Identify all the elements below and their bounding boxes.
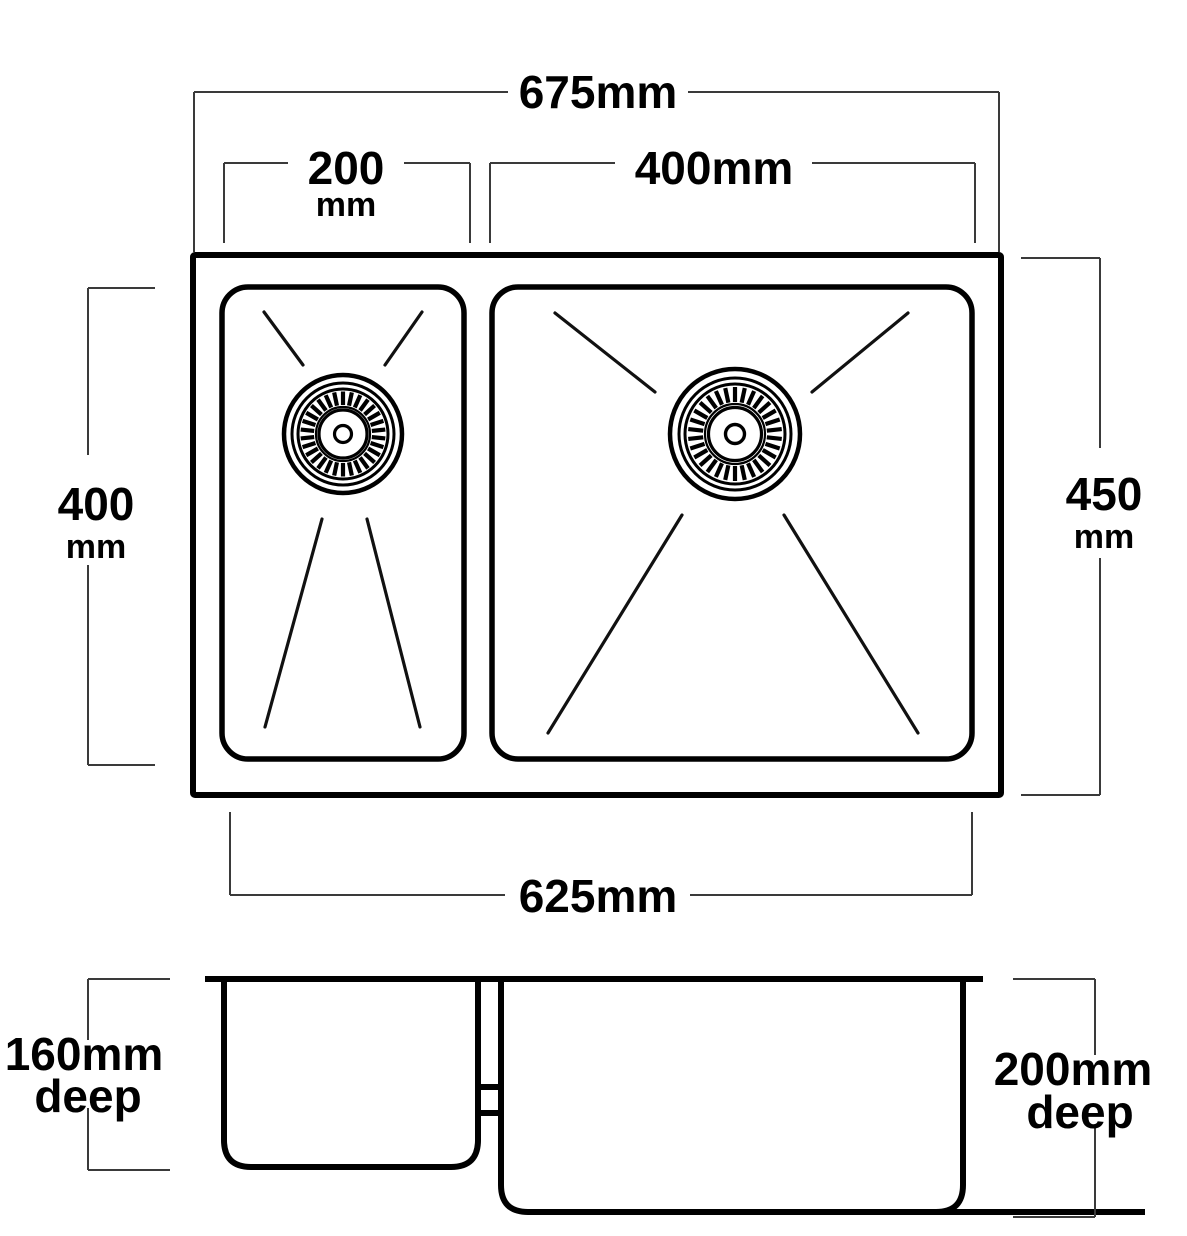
label-left-bowl-depth-word: deep xyxy=(34,1070,141,1122)
label-right-depth-unit: mm xyxy=(1074,518,1134,556)
dimension-cutout-width xyxy=(229,812,973,896)
dimension-right-bowl-depth xyxy=(1013,978,1096,1218)
label-overall-width-value: 675mm xyxy=(519,66,678,118)
small-bowl-drain-strainer-icon xyxy=(281,372,405,496)
small-bowl-drain-slots xyxy=(300,391,386,477)
large-bowl-drain-slots xyxy=(688,387,782,481)
label-cutout-width: 625mm xyxy=(519,870,678,922)
dimension-overall-width xyxy=(193,91,1000,252)
plan-view-sink xyxy=(190,252,1004,798)
large-bowl-outline xyxy=(489,284,975,762)
large-bowl-drain-strainer-icon xyxy=(667,366,803,502)
label-left-depth-unit: mm xyxy=(66,528,126,566)
label-overall-width: 675mm xyxy=(519,66,678,118)
large-bowl-radial-lines xyxy=(546,311,920,735)
section-view-sink xyxy=(205,976,1145,1215)
label-small-bowl-width-unit: mm xyxy=(316,186,376,224)
section-small-bowl-profile xyxy=(221,979,481,1170)
small-bowl-outline xyxy=(219,284,467,762)
section-large-bowl-right-wall xyxy=(528,979,966,1215)
label-small-bowl-width-value: 200 xyxy=(308,142,385,194)
small-bowl-radial-lines xyxy=(262,310,424,729)
section-large-bowl-left-wall xyxy=(498,979,1145,1215)
label-left-bowl-depth-value: 160mm xyxy=(5,1028,164,1080)
label-large-bowl-width: 400mm xyxy=(635,142,794,194)
label-right-depth-value: 450 xyxy=(1066,468,1143,520)
dimension-left-bowl-depth xyxy=(87,978,170,1171)
dimension-small-bowl-width xyxy=(223,162,471,243)
dimension-right-depth xyxy=(1021,257,1101,796)
dimension-large-bowl-width xyxy=(489,162,976,243)
label-right-bowl-depth-value: 200mm xyxy=(994,1043,1153,1095)
label-left-depth-value: 400 xyxy=(58,478,135,530)
dimension-left-depth xyxy=(87,287,155,766)
label-right-bowl-depth-word: deep xyxy=(1026,1086,1133,1138)
